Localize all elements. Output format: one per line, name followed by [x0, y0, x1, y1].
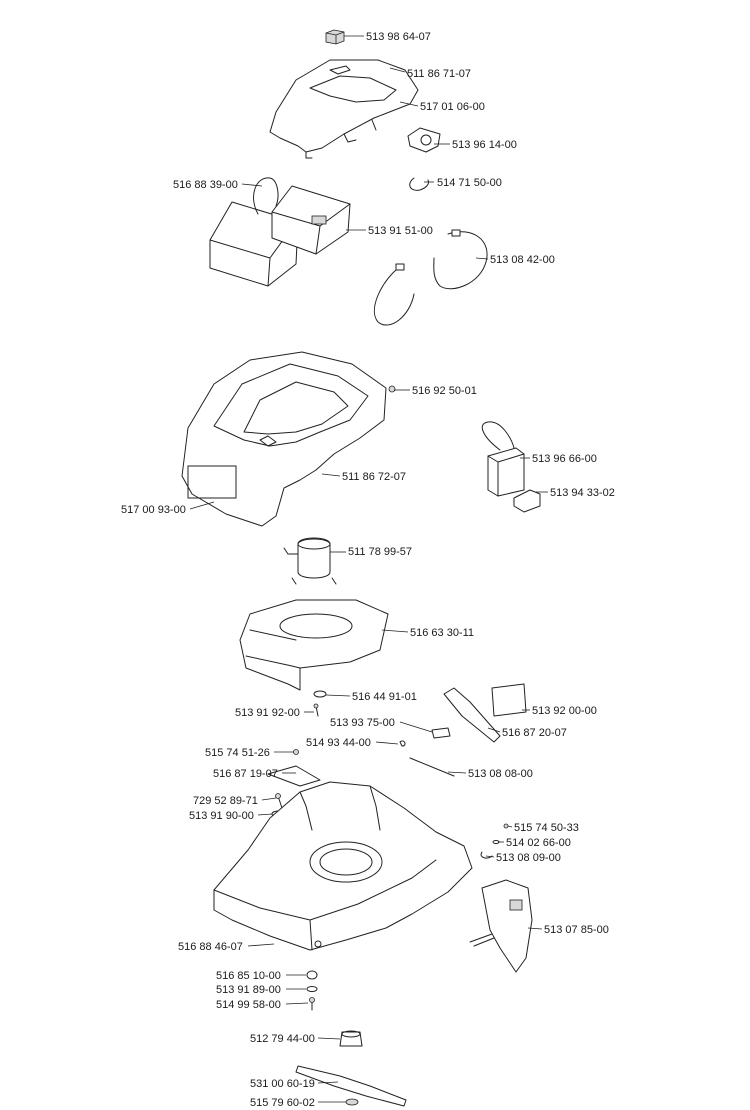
top-cap-part	[325, 29, 345, 45]
part-label: 512 79 44-00	[250, 1033, 315, 1045]
blade-part	[295, 1065, 407, 1107]
part-label: 516 85 10-00	[216, 970, 281, 982]
part-label: 513 92 00-00	[532, 705, 597, 717]
part-label: 513 08 42-00	[490, 254, 555, 266]
blade-hub-part	[339, 1030, 363, 1047]
part-label: 531 00 60-19	[250, 1078, 315, 1090]
charger-part	[481, 421, 525, 497]
lever-rod-part	[399, 727, 455, 777]
part-number-labels: 513 98 64-07 511 86 71-07 517 01 06-00 5…	[121, 31, 615, 1109]
upper-cover-part	[269, 59, 419, 159]
wire-clip-part	[409, 177, 429, 191]
part-label: 513 96 66-00	[532, 453, 597, 465]
hood-screw-part	[388, 385, 396, 393]
switch-bracket-part	[407, 127, 441, 153]
motor-housing-part	[239, 599, 389, 691]
grass-guard-part	[469, 879, 533, 973]
motor-part	[283, 537, 337, 585]
charger-plug-part	[513, 489, 541, 513]
part-label: 516 88 46-07	[178, 941, 243, 953]
part-label: 514 93 44-00	[306, 737, 371, 749]
part-label: 516 63 30-11	[410, 627, 474, 639]
part-label: 515 74 51-26	[205, 747, 270, 759]
part-label: 513 91 92-00	[235, 707, 300, 719]
part-label: 516 88 39-00	[173, 179, 238, 191]
part-label: 514 71 50-00	[437, 177, 502, 189]
part-label: 513 08 08-00	[468, 768, 533, 780]
blade-washer-part	[345, 1098, 359, 1106]
part-label: 516 44 91-01	[352, 691, 417, 703]
battery-box-part	[209, 177, 351, 287]
wheel-fasteners-part	[306, 970, 318, 1011]
part-label: 513 96 14-00	[452, 139, 517, 151]
part-label: 517 00 93-00	[121, 504, 186, 516]
mower-deck-part	[213, 781, 473, 951]
part-label: 513 98 64-07	[366, 31, 431, 43]
part-label: 514 99 58-00	[216, 999, 281, 1011]
part-label: 729 52 89-71	[193, 795, 258, 807]
washer-part	[313, 690, 327, 698]
part-label: 513 91 51-00	[368, 225, 433, 237]
part-label: 517 01 06-00	[420, 101, 485, 113]
screw-part	[313, 703, 319, 717]
part-label: 513 94 33-02	[550, 487, 615, 499]
part-label: 515 79 60-02	[250, 1097, 315, 1109]
part-label: 513 91 89-00	[216, 984, 281, 996]
part-label: 513 07 85-00	[544, 924, 609, 936]
leader-lines	[189, 35, 548, 1103]
part-label: 516 87 20-07	[502, 727, 567, 739]
part-label: 511 78 99-57	[348, 546, 412, 558]
part-label: 516 87 19-07	[213, 768, 278, 780]
part-label: 515 74 50-33	[514, 822, 579, 834]
part-label: 511 86 71-07	[407, 68, 471, 80]
part-label: 513 91 90-00	[189, 810, 254, 822]
main-hood-part	[181, 351, 387, 527]
part-label: 513 08 09-00	[496, 852, 561, 864]
height-lever-part	[443, 687, 501, 743]
left-bracket-part	[267, 765, 321, 787]
part-label: 513 93 75-00	[330, 717, 395, 729]
label-sheet-part	[491, 683, 527, 717]
part-label: 514 02 66-00	[506, 837, 571, 849]
part-label: 511 86 72-07	[342, 471, 406, 483]
part-label: 516 92 50-01	[412, 385, 477, 397]
connection-cable-part	[373, 229, 488, 326]
small-screw-part	[293, 749, 299, 755]
